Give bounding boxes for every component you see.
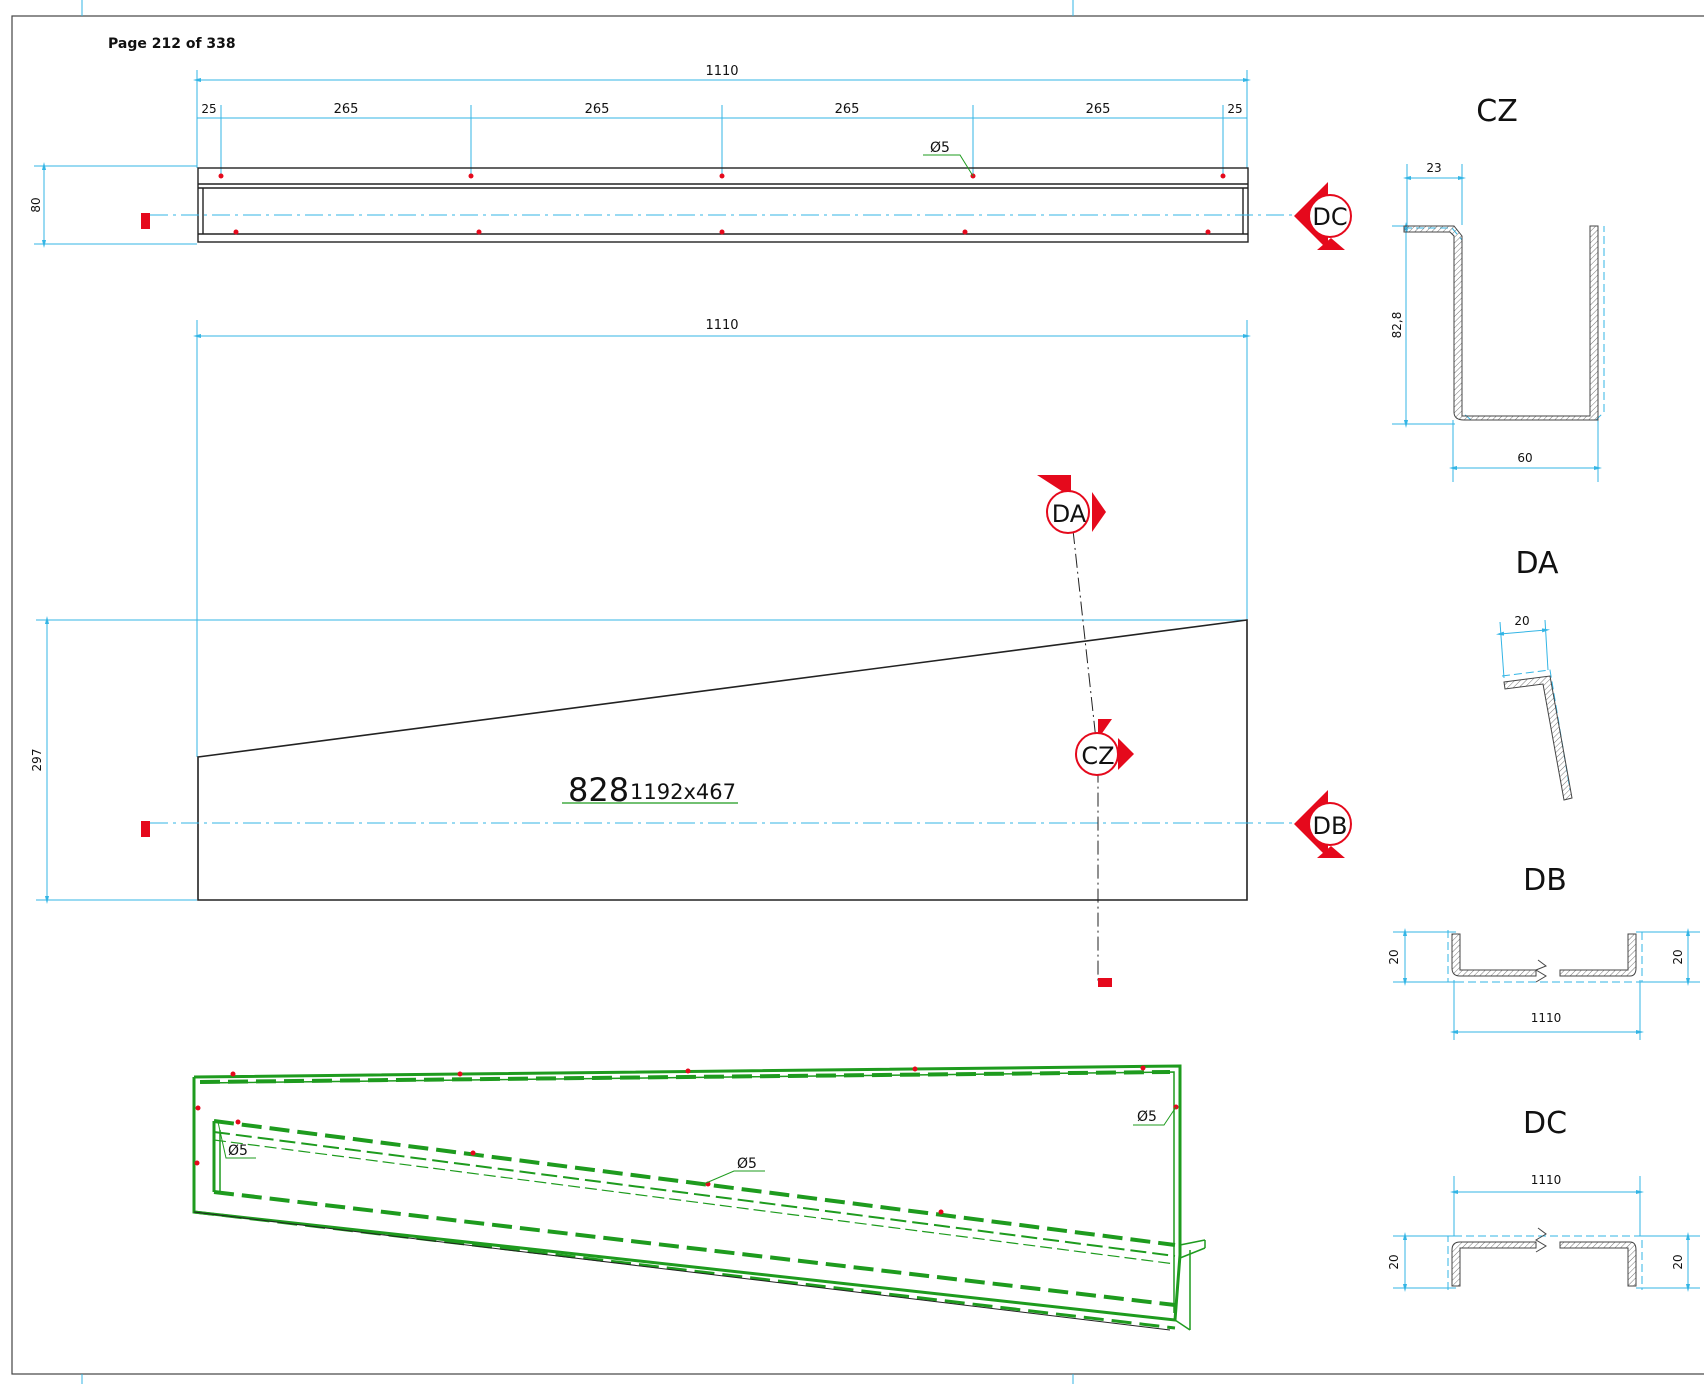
section-dc: DC 1110 20 20 [1387, 1106, 1700, 1292]
cz-dim-width: 60 [1517, 451, 1532, 465]
top-dim-3: 265 [585, 102, 610, 117]
db-marker-label: DB [1313, 812, 1348, 840]
top-height-dim: 80 [29, 197, 43, 212]
section-dc-title: DC [1523, 1106, 1567, 1141]
top-hole-label: Ø5 [930, 140, 950, 156]
top-dim-4: 265 [835, 102, 860, 117]
section-cz: CZ 23 82,8 60 [1390, 94, 1605, 482]
top-dim-6: 25 [1227, 102, 1242, 116]
iso-hole-label-1: Ø5 [228, 1143, 248, 1159]
section-marker-dc[interactable]: DC [1294, 182, 1352, 250]
top-view: 1110 25 265 265 265 265 25 80 Ø5 [29, 64, 1352, 250]
sheet-frame [11, 0, 1704, 1384]
top-dim-1: 25 [201, 102, 216, 116]
front-view: 1110 297 828 1192x467 DA CZ [30, 318, 1352, 987]
cz-marker-label: CZ [1081, 742, 1114, 770]
section-marker-da[interactable]: DA [1037, 475, 1106, 534]
section-da: DA 20 [1496, 546, 1573, 801]
section-marker-db[interactable]: DB [1294, 790, 1352, 858]
dc-marker-label: DC [1312, 203, 1347, 231]
top-overall-dim: 1110 [705, 64, 738, 79]
db-dim-right: 20 [1671, 949, 1685, 964]
section-cut-marker [141, 213, 150, 229]
section-marker-cz[interactable]: CZ [1075, 719, 1134, 776]
section-db-title: DB [1523, 863, 1567, 898]
hole-marks [218, 173, 1226, 235]
part-size: 1192x467 [630, 780, 736, 804]
dc-dim-right: 20 [1671, 1254, 1685, 1269]
dc-dim-width: 1110 [1531, 1173, 1562, 1187]
top-dim-2: 265 [334, 102, 359, 117]
iso-hole-label-2: Ø5 [737, 1156, 757, 1172]
front-overall-dim: 1110 [705, 318, 738, 333]
page-number-label: Page 212 of 338 [108, 36, 236, 52]
top-dim-5: 265 [1086, 102, 1111, 117]
section-da-title: DA [1515, 546, 1559, 581]
dc-dim-left: 20 [1387, 1254, 1401, 1269]
iso-hole-label-3: Ø5 [1137, 1109, 1157, 1125]
cz-dim-top: 23 [1426, 161, 1441, 175]
section-cz-title: CZ [1476, 94, 1518, 129]
section-db: DB 20 20 1110 [1387, 863, 1700, 1040]
da-dim-top: 20 [1514, 614, 1529, 628]
cz-dim-height: 82,8 [1390, 312, 1404, 339]
db-dim-width: 1110 [1531, 1011, 1562, 1025]
iso-view: Ø5 Ø5 Ø5 [192, 1064, 1206, 1331]
da-marker-label: DA [1052, 500, 1087, 528]
front-height-dim: 297 [30, 749, 44, 772]
db-dim-left: 20 [1387, 949, 1401, 964]
